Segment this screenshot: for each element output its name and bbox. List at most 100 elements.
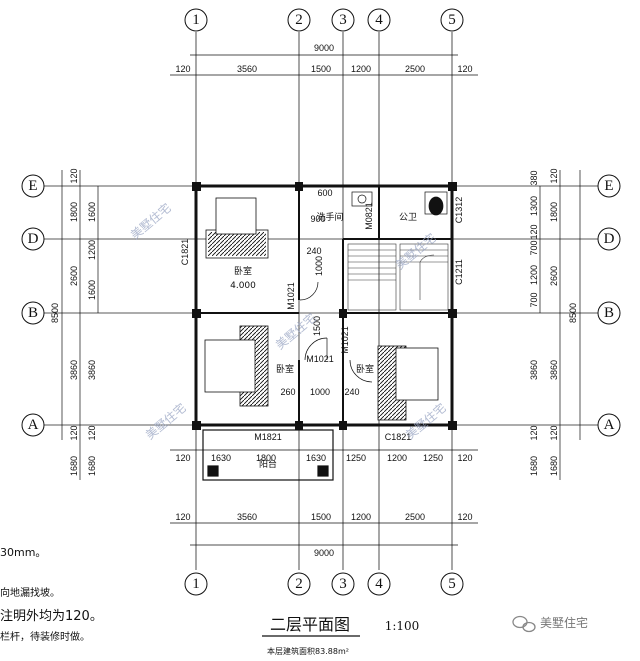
code-M1821: M1821	[254, 432, 282, 442]
axis-label-B-right: B	[604, 305, 614, 321]
room-bedroom-3: 卧室	[356, 363, 374, 375]
dim-left-sub-2: 1600	[87, 280, 97, 300]
room-bedroom-1: 卧室	[234, 265, 252, 277]
dim-balcony-3: 1630	[306, 453, 326, 463]
dim-right-3: 3860	[549, 360, 559, 380]
watermark-stamp-1: 美墅住宅	[127, 200, 173, 242]
drawing-title: 二层平面图	[270, 615, 350, 634]
dim-balcony-2: 1800	[256, 453, 276, 463]
axis-label-1-bottom: 1	[192, 576, 200, 592]
dim-right-sub-1: 120	[529, 224, 539, 239]
dim-balcony-4: 1250	[346, 453, 366, 463]
dim-left-sub-4: 120	[87, 425, 97, 440]
axis-label-A-left: A	[28, 417, 39, 433]
room-elevation: 4.000	[230, 281, 256, 291]
axis-bubbles	[21, 8, 621, 596]
axis-label-4-top: 4	[375, 12, 383, 28]
dim-right-sub-5: 380	[529, 170, 539, 185]
axis-label-3-top: 3	[339, 12, 347, 28]
dim-inner-260: 260	[280, 387, 295, 397]
dim-balcony-7: 120	[457, 453, 472, 463]
dim-bottom-2: 1500	[311, 512, 331, 522]
dim-right-sub-8: 1680	[529, 456, 539, 476]
note-line-2: 向地漏找坡。	[0, 586, 60, 599]
axis-label-2-bottom: 2	[295, 576, 303, 592]
door-swings	[299, 281, 373, 383]
watermark-stamp-4: 美墅住宅	[392, 230, 438, 272]
dim-inner-1000: 1000	[314, 256, 324, 276]
code-C1312: C1312	[454, 197, 464, 224]
top-dimension-lines	[170, 54, 478, 546]
dim-top-3: 1200	[351, 64, 371, 74]
dim-bottom-0: 120	[175, 512, 190, 522]
dim-right-5: 1680	[549, 456, 559, 476]
area-note: 本层建筑面积83.88m²	[267, 646, 349, 656]
drawing-scale: 1:100	[385, 619, 420, 633]
dim-left-2: 2600	[69, 266, 79, 286]
dim-bottom-1: 3560	[237, 512, 257, 522]
axis-label-4-bottom: 4	[375, 576, 383, 592]
dim-left-4: 120	[69, 425, 79, 440]
dim-balcony-6: 1250	[423, 453, 443, 463]
axis-grid-lines	[38, 32, 600, 570]
dim-left-outer: 8500	[50, 303, 60, 323]
dim-inner-1500: 1500	[312, 316, 322, 336]
axis-label-1-top: 1	[192, 12, 200, 28]
wechat-icon	[512, 615, 536, 633]
dim-left-sub-5: 1680	[87, 456, 97, 476]
code-C1211: C1211	[454, 259, 464, 285]
dim-inner-240: 240	[306, 246, 321, 256]
code-M1021-b: M1021	[306, 354, 334, 364]
staircase	[347, 243, 449, 311]
axis-label-3-bottom: 3	[339, 576, 347, 592]
code-M0821: M0821	[364, 202, 374, 230]
dim-bottom-4: 2500	[405, 512, 425, 522]
axis-label-B-left: B	[28, 305, 38, 321]
balcony-outline	[202, 429, 334, 481]
axis-label-5-bottom: 5	[448, 576, 456, 592]
axis-label-E-left: E	[28, 178, 37, 194]
side-dimension-lines	[61, 170, 581, 480]
brand-name: 美墅住宅	[540, 615, 588, 630]
dim-bottom-5: 120	[457, 512, 472, 522]
axis-label-5-top: 5	[448, 12, 456, 28]
dim-total-top: 9000	[314, 43, 334, 53]
room-bedroom-2: 卧室	[276, 363, 294, 375]
dim-left-1: 1800	[69, 202, 79, 222]
dim-right-sub-7: 120	[529, 425, 539, 440]
axis-label-D-right: D	[604, 231, 615, 247]
note-line-1: 30mm。	[0, 546, 46, 559]
dim-right-1: 1800	[549, 202, 559, 222]
dim-balcony-5: 1200	[387, 453, 407, 463]
dim-right-sub-4: 700	[529, 292, 539, 307]
room-balcony: 阳台	[259, 458, 277, 470]
dim-inner-1000b: 1000	[310, 387, 330, 397]
interior-walls	[196, 186, 452, 425]
exterior-walls	[194, 184, 454, 427]
dim-left-0: 120	[69, 168, 79, 183]
dim-right-sub-0: 1300	[529, 196, 539, 216]
dim-right-sub-2: 700	[529, 240, 539, 255]
axis-label-A-right: A	[604, 417, 615, 433]
dim-balcony-0: 120	[175, 453, 190, 463]
dim-bottom-3: 1200	[351, 512, 371, 522]
axis-label-D-left: D	[28, 231, 39, 247]
dim-right-0: 120	[549, 168, 559, 183]
dim-left-sub-3: 3860	[87, 360, 97, 380]
note-line-3: 注明外均为120。	[0, 609, 103, 624]
dim-top-1: 3560	[237, 64, 257, 74]
dim-total-bottom: 9000	[314, 548, 334, 558]
dim-left-sub-1: 1200	[87, 240, 97, 260]
note-line-4: 栏杆，待装修时做。	[0, 630, 90, 643]
room-bath: 公卫	[399, 212, 417, 223]
code-C1821-left: C1821	[180, 239, 190, 266]
dim-right-sub-6: 3860	[529, 360, 539, 380]
axis-label-E-right: E	[604, 178, 613, 194]
dim-right-sub-3: 1200	[529, 265, 539, 285]
dim-top-4: 2500	[405, 64, 425, 74]
dim-right-2: 2600	[549, 266, 559, 286]
bed-furniture	[204, 197, 439, 421]
dim-left-sub-0: 1600	[87, 202, 97, 222]
bath-fixtures	[351, 191, 448, 216]
